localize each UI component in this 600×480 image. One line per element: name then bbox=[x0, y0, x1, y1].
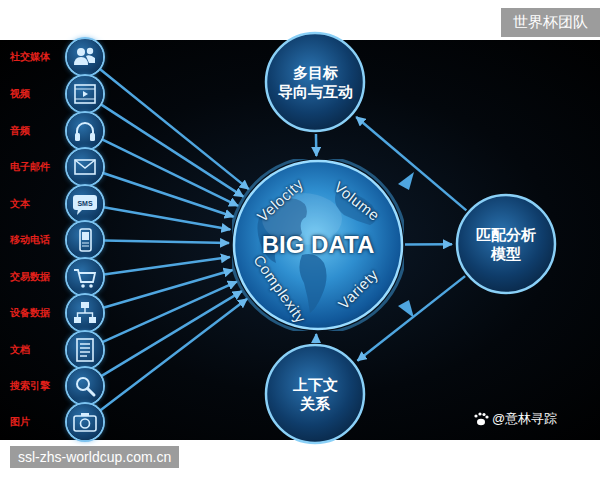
circle-label: 匹配分析 模型 bbox=[467, 225, 545, 264]
source-item: 搜索引擎 bbox=[8, 368, 104, 404]
connector-arrow bbox=[104, 257, 230, 274]
source-item: 视频 bbox=[8, 76, 104, 112]
source-label: 文档 bbox=[10, 343, 30, 357]
source-item: 文档 bbox=[8, 332, 104, 368]
source-icon bbox=[67, 76, 103, 112]
source-item: 移动电话 bbox=[8, 222, 104, 258]
source-item: 电子邮件 bbox=[8, 149, 104, 185]
big-data-globe: VelocityVolumeBIG DATAComplexityVariety bbox=[232, 159, 404, 331]
circle-label: 多目标 导向与互动 bbox=[276, 63, 354, 102]
source-icon bbox=[67, 404, 103, 440]
source-item: 文本 SMS bbox=[8, 186, 104, 222]
source-icon bbox=[67, 368, 103, 404]
outward-arrowhead bbox=[398, 172, 414, 190]
icon-symbol bbox=[67, 222, 103, 258]
connector-arrow bbox=[315, 134, 318, 156]
icon-symbol bbox=[67, 332, 103, 368]
source-item: 交易数据 bbox=[8, 259, 104, 295]
source-label: 设备数据 bbox=[10, 306, 50, 320]
source-label: 交易数据 bbox=[10, 270, 50, 284]
source-icon bbox=[67, 222, 103, 258]
source-label: 移动电话 bbox=[10, 233, 50, 247]
connector-arrow bbox=[104, 240, 229, 243]
circle-outline bbox=[264, 343, 366, 445]
icon-symbol bbox=[67, 259, 103, 295]
icon-symbol bbox=[67, 76, 103, 112]
source-item: 设备数据 bbox=[8, 295, 104, 331]
source-label: 文本 bbox=[10, 197, 30, 211]
source-label: 社交媒体 bbox=[10, 50, 50, 64]
source-label: 搜索引擎 bbox=[10, 379, 50, 393]
connector-arrow bbox=[103, 270, 232, 308]
source-icon bbox=[67, 295, 103, 331]
source-icon bbox=[67, 113, 103, 149]
source-label: 电子邮件 bbox=[10, 160, 50, 174]
icon-symbol bbox=[67, 39, 103, 75]
icon-symbol bbox=[67, 149, 103, 185]
goal-circle: 多目标 导向与互动 bbox=[264, 31, 366, 133]
url-tag: ssl-zhs-worldcup.com.cn bbox=[10, 446, 179, 468]
source-icon bbox=[67, 332, 103, 368]
big-data-title: BIG DATA bbox=[262, 231, 374, 259]
source-item: 音频 bbox=[8, 113, 104, 149]
connector-arrow bbox=[100, 69, 249, 189]
source-item: 图片 bbox=[8, 404, 104, 440]
circle-label: 上下文 关系 bbox=[276, 375, 354, 414]
circle-outline bbox=[264, 31, 366, 133]
source-icon bbox=[67, 259, 103, 295]
context-circle: 上下文 关系 bbox=[264, 343, 366, 445]
circle-outline bbox=[455, 193, 557, 295]
icon-symbol bbox=[67, 368, 103, 404]
icon-symbol bbox=[67, 113, 103, 149]
source-label: 图片 bbox=[10, 415, 30, 429]
connector-arrow bbox=[101, 291, 242, 376]
continent-shape bbox=[299, 254, 326, 313]
connector-arrow bbox=[405, 243, 452, 246]
source-item: 社交媒体 bbox=[8, 39, 104, 75]
source-label: 音频 bbox=[10, 124, 30, 138]
icon-symbol bbox=[67, 404, 103, 440]
paw-icon bbox=[474, 412, 488, 425]
connector-arrow bbox=[102, 282, 237, 343]
source-icon: SMS bbox=[67, 186, 103, 222]
outward-arrowhead bbox=[398, 300, 414, 318]
source-label: 视频 bbox=[10, 87, 30, 101]
connector-arrow bbox=[100, 299, 247, 411]
connector-arrow bbox=[104, 207, 231, 229]
connector-arrow bbox=[315, 334, 318, 342]
icon-symbol bbox=[67, 295, 103, 331]
source-icon bbox=[67, 39, 103, 75]
sms-text: SMS bbox=[77, 199, 92, 206]
source-icon bbox=[67, 149, 103, 185]
watermark: @意林寻踪 bbox=[492, 410, 557, 428]
corner-tag: 世界杯团队 bbox=[501, 8, 600, 37]
model-circle: 匹配分析 模型 bbox=[455, 193, 557, 295]
